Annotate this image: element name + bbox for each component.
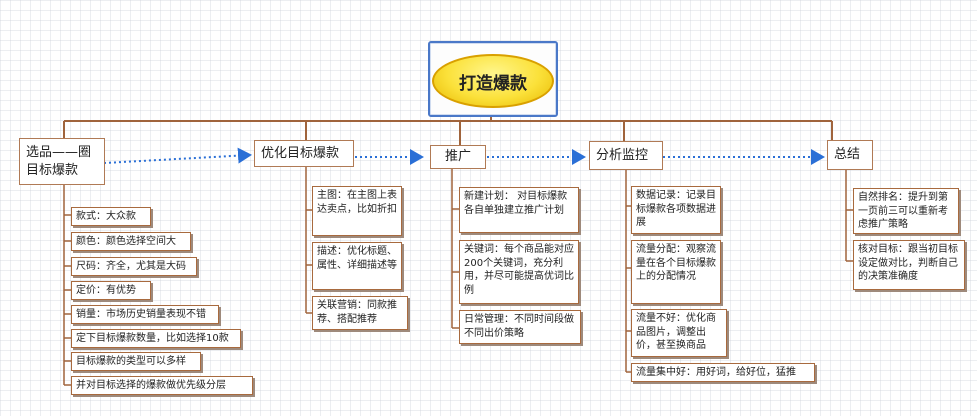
- subtopic-check-goal[interactable]: 核对目标：跟当初目标设定做对比，判断自己的决策准确度: [853, 240, 965, 290]
- subtopic-description[interactable]: 描述：优化标题、属性、详细描述等: [312, 242, 402, 290]
- topic-optimize[interactable]: 优化目标爆款: [254, 140, 354, 167]
- subtopic-target-count[interactable]: 定下目标爆款数量，比如选择10款: [71, 329, 241, 348]
- subtopic-new-plan[interactable]: 新建计划： 对目标爆款各自单独建立推广计划: [459, 187, 579, 233]
- subtopic-sales[interactable]: 销量：市场历史销量表现不错: [71, 305, 219, 324]
- subtopic-poor-traffic[interactable]: 流量不好：优化商品图片，调整出价，甚至换商品: [631, 309, 727, 357]
- topic-label: 分析监控: [596, 147, 649, 163]
- topic-label: 总结: [834, 147, 861, 162]
- topic-promotion[interactable]: 推广: [430, 145, 486, 169]
- subtopic-concentrated-traffic[interactable]: 流量集中好：用好词，给好位，猛推: [631, 363, 815, 382]
- subtopic-main-image[interactable]: 主图：在主图上表达卖点，比如折扣: [312, 186, 402, 236]
- subtopic-related-marketing[interactable]: 关联营销：同款推荐、搭配推荐: [312, 296, 408, 330]
- subtopic-pricing[interactable]: 定价：有优势: [71, 281, 151, 300]
- subtopic-size[interactable]: 尺码：齐全，尤其是大码: [71, 257, 197, 276]
- subtopic-keywords[interactable]: 关键词：每个商品能对应200个关键词，充分利用，并尽可能提高优词比例: [459, 240, 579, 304]
- subtopic-priority[interactable]: 并对目标选择的爆款做优先级分层: [71, 376, 253, 395]
- topic-label: 优化目标爆款: [261, 145, 340, 161]
- subtopic-data-record[interactable]: 数据记录：记录目标爆款各项数据进展: [631, 186, 721, 234]
- relationship-arrow-1: [103, 147, 252, 164]
- subtopic-daily-management[interactable]: 日常管理：不同时间段做不同出价策略: [459, 310, 581, 344]
- topic-select-product[interactable]: 选品——圈目标爆款: [19, 138, 105, 185]
- subtopic-color[interactable]: 颜色：颜色选择空间大: [71, 232, 191, 251]
- subtopic-natural-ranking[interactable]: 自然排名：提升到第一页前三可以重新考虑推广策略: [853, 188, 959, 234]
- subtopic-traffic-distribution[interactable]: 流量分配：观察流量在各个目标爆款上的分配情况: [631, 240, 721, 304]
- subtopic-types[interactable]: 目标爆款的类型可以多样: [71, 352, 201, 371]
- topic-label: 选品——圈目标爆款: [26, 144, 92, 178]
- central-topic[interactable]: 打造爆款: [432, 54, 554, 108]
- subtopic-style[interactable]: 款式：大众款: [71, 207, 151, 226]
- topic-label: 推广: [444, 149, 471, 164]
- topic-monitoring[interactable]: 分析监控: [589, 141, 663, 170]
- topic-summary[interactable]: 总结: [827, 140, 873, 170]
